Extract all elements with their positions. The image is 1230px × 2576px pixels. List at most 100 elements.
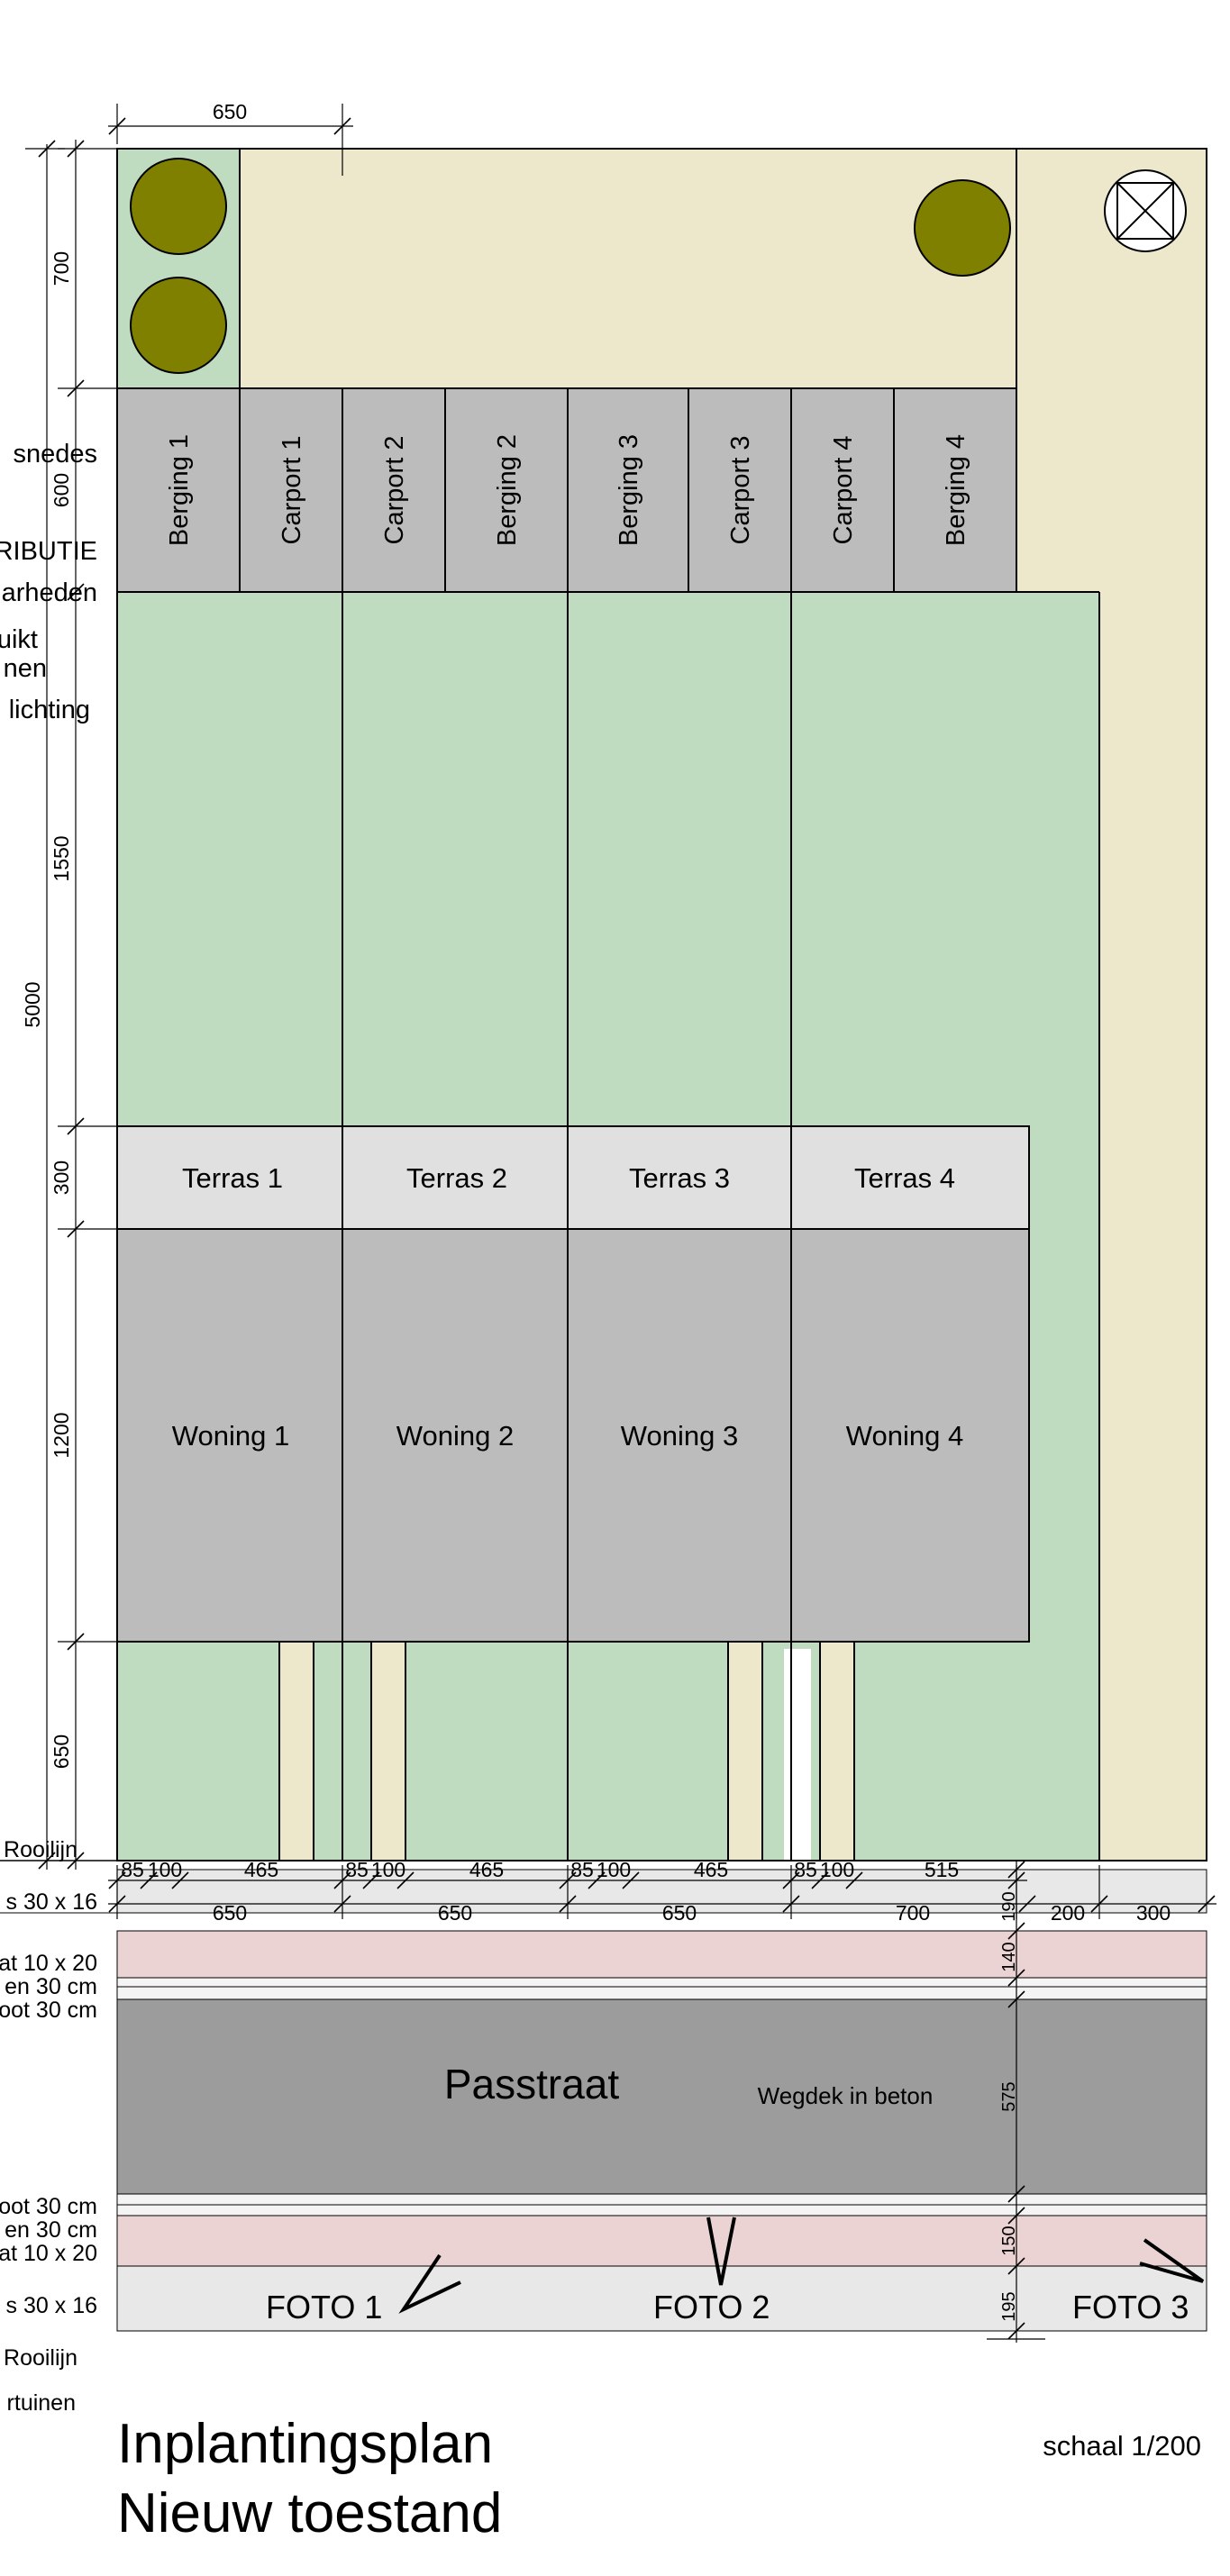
storage-label: Berging 1 bbox=[165, 434, 194, 546]
svg-text:200: 200 bbox=[1051, 1901, 1085, 1925]
terrace-label: Terras 3 bbox=[629, 1162, 730, 1194]
tree-icon bbox=[130, 277, 227, 374]
front-path bbox=[819, 1641, 855, 1861]
svg-text:at 10 x 20: at 10 x 20 bbox=[0, 1951, 97, 1976]
svg-text:465: 465 bbox=[244, 1858, 278, 1881]
storage-unit bbox=[893, 387, 1017, 593]
svg-text:85: 85 bbox=[121, 1858, 144, 1881]
svg-text:oot 30 cm: oot 30 cm bbox=[0, 1998, 97, 2023]
gutter-bottom-a bbox=[116, 2193, 1207, 2206]
svg-text:arheden: arheden bbox=[2, 578, 97, 607]
plot-outline bbox=[116, 148, 1207, 1861]
svg-text:650: 650 bbox=[662, 1901, 697, 1925]
house-label: Woning 3 bbox=[621, 1420, 738, 1452]
svg-text:190: 190 bbox=[999, 1891, 1019, 1921]
svg-text:700: 700 bbox=[50, 251, 73, 286]
front-path bbox=[370, 1641, 406, 1861]
house-label: Woning 1 bbox=[172, 1420, 289, 1452]
storage-unit bbox=[688, 387, 792, 593]
camera-view-icon bbox=[398, 2216, 1205, 2314]
svg-text:650: 650 bbox=[213, 100, 247, 123]
svg-text:RIBUTIE: RIBUTIE bbox=[0, 537, 97, 566]
front-path bbox=[278, 1641, 314, 1861]
utility-cabinet-icon bbox=[1104, 169, 1187, 252]
svg-text:Rooilijn: Rooilijn bbox=[4, 1837, 77, 1862]
storage-label: Carport 1 bbox=[278, 436, 306, 545]
gutter-bottom-b bbox=[116, 2204, 1207, 2216]
svg-text:s 30 x 16: s 30 x 16 bbox=[6, 2293, 97, 2318]
svg-text:650: 650 bbox=[50, 1734, 73, 1769]
svg-text:en 30 cm: en 30 cm bbox=[5, 2217, 97, 2243]
svg-text:650: 650 bbox=[213, 1901, 247, 1925]
svg-text:en 30 cm: en 30 cm bbox=[5, 1974, 97, 1999]
storage-label: Berging 2 bbox=[493, 434, 522, 546]
svg-text:oot 30 cm: oot 30 cm bbox=[0, 2194, 97, 2219]
plan-title-line2: Nieuw toestand bbox=[117, 2482, 502, 2544]
svg-text:1550: 1550 bbox=[50, 835, 73, 881]
gutter-top-a bbox=[116, 1977, 1207, 1988]
svg-text:195: 195 bbox=[999, 2291, 1019, 2321]
svg-text:300: 300 bbox=[50, 1161, 73, 1195]
svg-text:300: 300 bbox=[1136, 1901, 1171, 1925]
svg-text:140: 140 bbox=[999, 1942, 1019, 1971]
house-label: Woning 2 bbox=[396, 1420, 514, 1452]
storage-unit bbox=[790, 387, 895, 593]
svg-text:85: 85 bbox=[794, 1858, 817, 1881]
svg-text:650: 650 bbox=[438, 1901, 472, 1925]
storage-unit bbox=[239, 387, 343, 593]
storage-label: Berging 3 bbox=[615, 434, 643, 546]
storage-label: Berging 4 bbox=[942, 434, 970, 546]
svg-text:at 10 x 20: at 10 x 20 bbox=[0, 2241, 97, 2266]
svg-text:515: 515 bbox=[925, 1858, 959, 1881]
left-annotations: snedes RIBUTIE arheden uikt nen lichting bbox=[0, 440, 97, 724]
storage-label: Carport 4 bbox=[829, 436, 858, 545]
svg-text:600: 600 bbox=[50, 473, 73, 507]
terrace bbox=[790, 1125, 1030, 1230]
scale-label: schaal 1/200 bbox=[1043, 2430, 1201, 2462]
street-profile bbox=[116, 1869, 1207, 2332]
terrace-row: Terras 1 Terras 2 Terras 3 Terras 4 bbox=[116, 1125, 1030, 1230]
terrace bbox=[342, 1125, 569, 1230]
storage-label: Carport 3 bbox=[726, 436, 755, 545]
road-name: Passtraat bbox=[444, 2061, 620, 2107]
svg-text:85: 85 bbox=[570, 1858, 594, 1881]
svg-text:s 30 x 16: s 30 x 16 bbox=[6, 1889, 97, 1915]
white-strip bbox=[784, 1649, 811, 1861]
road-surface bbox=[116, 1998, 1207, 2195]
terrace-label: Terras 1 bbox=[182, 1162, 283, 1194]
svg-text:uikt: uikt bbox=[0, 625, 38, 654]
parking-bottom bbox=[116, 2215, 1207, 2267]
svg-text:100: 100 bbox=[820, 1858, 854, 1881]
sidewalk-bottom bbox=[116, 2265, 1207, 2332]
storage-unit bbox=[444, 387, 569, 593]
tree-icon bbox=[130, 158, 227, 255]
svg-text:nen: nen bbox=[4, 654, 47, 683]
svg-text:rtuinen: rtuinen bbox=[7, 2390, 76, 2416]
svg-text:100: 100 bbox=[371, 1858, 405, 1881]
svg-text:100: 100 bbox=[148, 1858, 182, 1881]
house-row: Woning 1 Woning 2 Woning 3 Woning 4 bbox=[116, 1228, 1030, 1643]
dimension-lines bbox=[25, 104, 1216, 2343]
street-layer-labels: Rooilijn s 30 x 16 at 10 x 20 en 30 cm o… bbox=[0, 1837, 97, 2416]
svg-text:700: 700 bbox=[896, 1901, 930, 1925]
gutter-top-b bbox=[116, 1986, 1207, 2000]
storage-row: Berging 1 Carport 1 Carport 2 Berging 2 … bbox=[116, 387, 1017, 593]
svg-text:85: 85 bbox=[345, 1858, 369, 1881]
svg-text:100: 100 bbox=[597, 1858, 631, 1881]
house bbox=[116, 1228, 343, 1643]
svg-text:1200: 1200 bbox=[50, 1412, 73, 1458]
parking-top bbox=[116, 1930, 1207, 1979]
photo-label: FOTO 1 bbox=[266, 2289, 382, 2326]
svg-text:lichting: lichting bbox=[9, 696, 90, 724]
svg-text:465: 465 bbox=[694, 1858, 728, 1881]
tree-icon bbox=[914, 179, 1011, 277]
storage-unit bbox=[567, 387, 689, 593]
storage-label: Carport 2 bbox=[380, 436, 409, 545]
house bbox=[790, 1228, 1030, 1643]
front-path bbox=[727, 1641, 763, 1861]
house bbox=[567, 1228, 792, 1643]
svg-text:150: 150 bbox=[999, 2226, 1019, 2255]
terrace-label: Terras 2 bbox=[406, 1162, 507, 1194]
photo-label: FOTO 3 bbox=[1072, 2289, 1189, 2326]
house bbox=[342, 1228, 569, 1643]
